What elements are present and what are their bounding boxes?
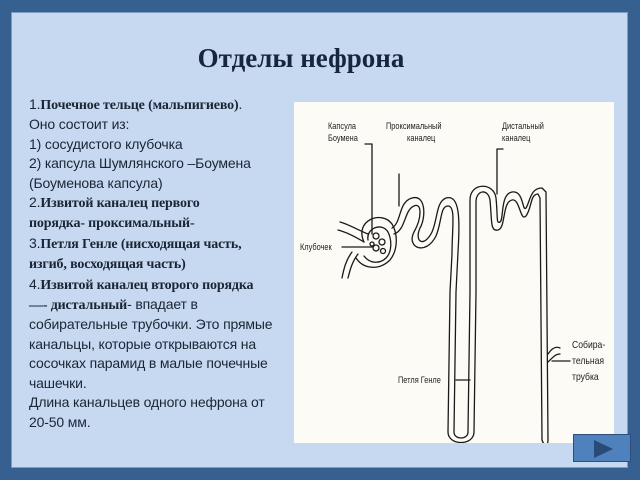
label-proximal-tubule: Проксимальный каналец	[386, 121, 442, 143]
text-line: 2.Извитой каналец первого	[29, 194, 200, 212]
text-line: Оно состоит из:	[29, 116, 130, 133]
text-line: (Боуменова капсула)	[29, 174, 163, 191]
slide-panel: Отделы нефрона 1.Почечное тельце (мальпи…	[11, 12, 631, 468]
label-distal-tubule: Дистальный каналец	[502, 121, 544, 143]
text-line: 1.Почечное тельце (мальпигиево).	[29, 96, 243, 113]
text-line: сосочках парамид в малые почечные	[29, 355, 268, 372]
text-line: изгиб, восходящая часть)	[29, 257, 186, 273]
text-line: собирательные трубочки. Это прямые	[29, 316, 273, 333]
text-line: канальцы, которые открываются на	[29, 335, 256, 352]
text-line: 20-50 мм.	[29, 413, 91, 430]
label-collecting-duct: Собира- тельная трубка	[572, 339, 606, 383]
text-line: 1) сосудистого клубочка	[29, 135, 183, 152]
label-capsule: Капсула Боумена	[328, 121, 358, 143]
slide-body-text: 1.Почечное тельце (мальпигиево). Оно сос…	[29, 95, 307, 432]
label-loop-of-henle: Петля Генле	[398, 375, 441, 385]
text-line: —- дистальный- впадает в	[29, 296, 198, 314]
nephron-drawing	[337, 143, 571, 443]
nephron-diagram: Капсула Боумена Проксимальный каналец Ди…	[294, 102, 614, 443]
play-next-icon	[594, 440, 613, 458]
label-glomerulus: Клубочек	[300, 242, 332, 252]
text-line: 3.Петля Генле (нисходящая часть,	[29, 234, 242, 252]
text-line: порядка- проксимальный-	[29, 216, 195, 232]
next-slide-button[interactable]	[573, 434, 631, 462]
text-line: 2) капсула Шумлянского –Боумена	[29, 155, 251, 172]
slide-title: Отделы нефрона	[197, 43, 405, 73]
text-line: 4.Извитой каналец второго порядка	[29, 275, 254, 293]
text-line: чашечки.	[29, 374, 87, 391]
text-line: Длина канальцев одного нефрона от	[29, 394, 265, 411]
